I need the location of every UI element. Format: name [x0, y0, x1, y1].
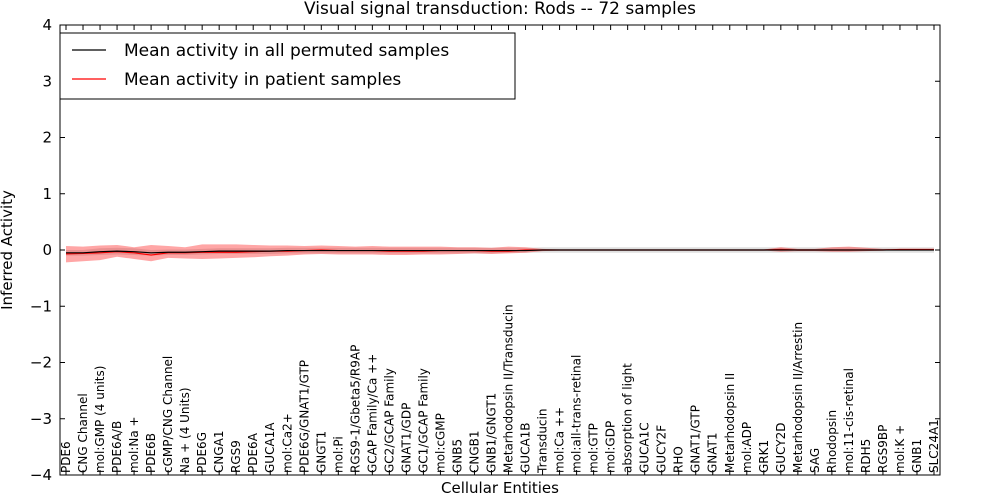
x-tick-label: PDE6G/GNAT1/GTP [297, 360, 311, 473]
x-tick-label: GRK1 [757, 440, 771, 473]
x-tick-label: Transducin [536, 409, 550, 474]
y-tick-label: 0 [42, 241, 52, 259]
legend: Mean activity in all permuted samples Me… [59, 32, 516, 100]
x-tick-label: PDE6A [246, 432, 260, 473]
x-tick-label: GC2/GCAP Family [382, 368, 396, 473]
x-tick-label: Metarhodopsin II/Transducin [502, 304, 516, 473]
y-tick-label: 3 [42, 72, 52, 90]
x-tick-label: mol:K + [893, 425, 907, 473]
x-tick-label: GC1/GCAP Family [416, 368, 430, 473]
x-tick-label: PDE6G [195, 432, 209, 473]
x-tick-label: cGMP/CNG Channel [161, 356, 175, 473]
x-tick-label: mol:11-cis-retinal [842, 368, 856, 473]
x-axis-label: Cellular Entities [441, 479, 559, 497]
x-tick-label: SLC24A1 [927, 419, 941, 473]
x-tick-label: RGS9 [229, 440, 243, 473]
x-tick-label: GNB1/GNGT1 [484, 393, 498, 473]
x-tick-label: PDE6 [59, 441, 73, 473]
y-tick-label: 4 [42, 16, 52, 34]
x-tick-label: RDH5 [859, 439, 873, 473]
x-tick-label: mol:cGMP [433, 413, 447, 473]
legend-label-permuted: Mean activity in all permuted samples [124, 41, 449, 61]
x-tick-label: RGS9-1/Gbeta5/R9AP [348, 345, 362, 473]
x-tick-label: PDE6A/B [110, 421, 124, 473]
band-patient [66, 244, 934, 263]
x-tick-label: SAG [808, 448, 822, 473]
x-tick-label: Na + (4 Units) [178, 387, 192, 473]
y-tick-label: −1 [30, 297, 52, 315]
y-tick-label: 1 [42, 185, 52, 203]
y-axis-label: Inferred Activity [0, 190, 16, 310]
x-tick-label: GNAT1 [706, 432, 720, 473]
x-tick-label: mol:ADP [740, 422, 754, 473]
x-tick-label: GNAT1/GDP [399, 403, 413, 473]
x-tick-label: absorption of light [621, 363, 635, 473]
x-tick-label: GNGT1 [314, 431, 328, 473]
legend-label-patient: Mean activity in patient samples [124, 70, 401, 90]
y-tick-label: −4 [30, 466, 52, 484]
x-tick-label: CNG Channel [76, 393, 90, 473]
x-tick-label: mol:Na + [127, 416, 141, 473]
x-tick-label: CNGB1 [467, 430, 481, 473]
x-tick-label: mol:Ca2+ [280, 413, 294, 473]
x-tick-label: GNB1 [910, 439, 924, 473]
x-tick-label: GUCY2D [774, 423, 788, 473]
x-tick-label: mol:GTP [587, 423, 601, 473]
legend-box [59, 32, 516, 100]
x-tick-label: PDE6B [144, 433, 158, 473]
x-tick-label: GUCY2F [655, 425, 669, 473]
x-tick-label: GUCA1B [519, 422, 533, 473]
x-tick-label: GUCA1C [638, 422, 652, 473]
x-tick-label: Rhodopsin [825, 410, 839, 473]
x-tick-label: GNB5 [450, 439, 464, 473]
x-tick-label: mol:all-trans-retinal [570, 355, 584, 473]
x-tick-label: GCAP Family/Ca ++ [365, 354, 379, 473]
y-tick-label: −3 [30, 410, 52, 428]
x-tick-label: Metarhodopsin II/Arrestin [791, 322, 805, 473]
series-line-permuted [66, 249, 934, 254]
y-tick-label: −2 [30, 354, 52, 372]
y-tick-label: 2 [42, 129, 52, 147]
x-tick-label: mol:GDP [604, 421, 618, 473]
x-tick-label: RHO [672, 446, 686, 473]
x-tick-label: GUCA1A [263, 422, 277, 473]
chart-title: Visual signal transduction: Rods -- 72 s… [304, 0, 696, 19]
x-tick-label: CNGA1 [212, 431, 226, 474]
x-tick-label: mol:Pi [331, 436, 345, 473]
x-tick-label: mol:GMP (4 units) [93, 366, 107, 473]
x-tick-label: RGS9BP [876, 425, 890, 473]
x-tick-label: mol:Ca ++ [553, 407, 567, 473]
x-tick-label: Metarhodopsin II [723, 373, 737, 473]
x-tick-label: GNAT1/GTP [689, 405, 703, 473]
